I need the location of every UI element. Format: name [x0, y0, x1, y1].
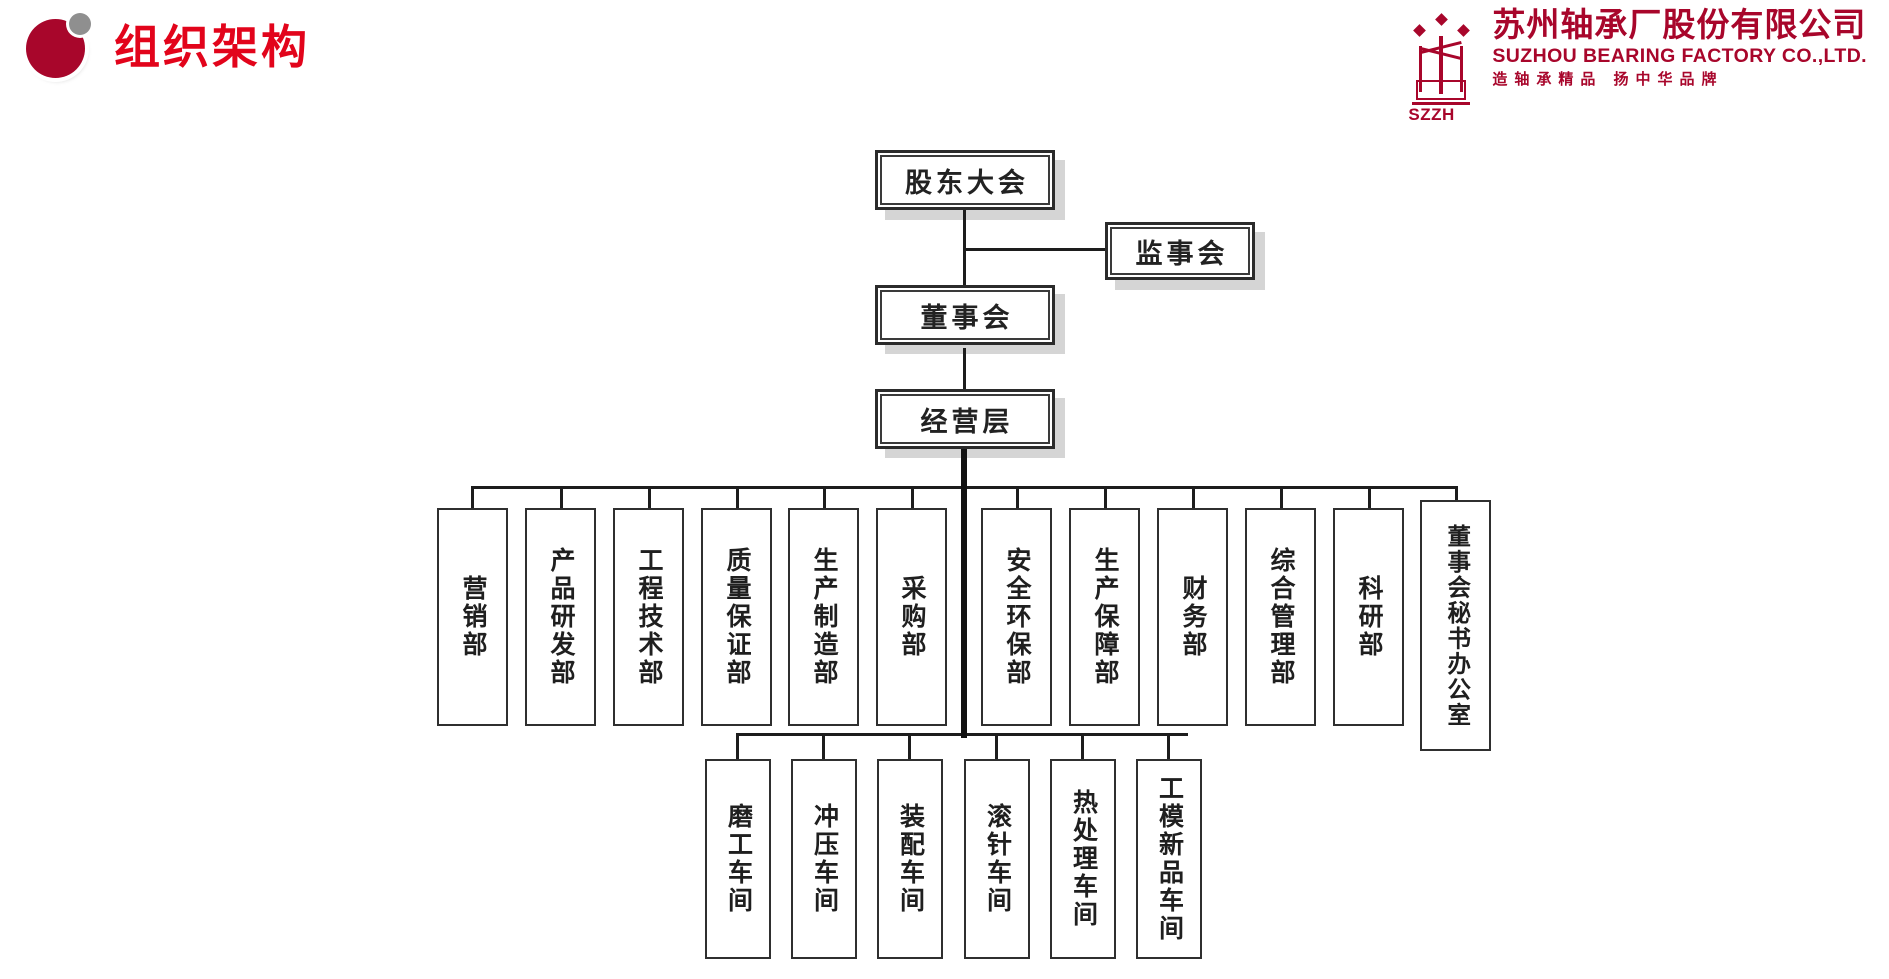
- node-dept-finance[interactable]: 财务部: [1157, 508, 1228, 726]
- node-dept-rnd-label: 产品研发部: [547, 547, 574, 687]
- node-dept-manufacturing-label: 生产制造部: [810, 547, 837, 687]
- node-dept-marketing-label: 营销部: [459, 575, 486, 659]
- node-ws-heat-treatment[interactable]: 热处理车间: [1050, 759, 1116, 959]
- drop-ws-2: [822, 733, 825, 759]
- node-ws-stamping-label: 冲压车间: [810, 803, 838, 915]
- drop-ws-5: [1081, 733, 1084, 759]
- node-dept-quality[interactable]: 质量保证部: [701, 508, 772, 726]
- node-dept-research-label: 科研部: [1355, 575, 1382, 659]
- logo-abbreviation: SZZH: [1408, 105, 1455, 124]
- node-dept-procurement[interactable]: 采购部: [876, 508, 947, 726]
- node-dept-general-admin-label: 综合管理部: [1267, 547, 1294, 687]
- edge-shareholders-supervisors: [963, 248, 1105, 251]
- node-dept-finance-label: 财务部: [1179, 575, 1206, 659]
- drop-dept-2: [560, 486, 563, 508]
- node-dept-board-secretary-label: 董事会秘书办公室: [1443, 523, 1470, 728]
- drop-dept-1: [471, 486, 474, 508]
- drop-dept-8: [1104, 486, 1107, 508]
- node-ws-assembly[interactable]: 装配车间: [877, 759, 943, 959]
- node-shareholders[interactable]: 股东大会: [875, 150, 1055, 210]
- company-name-cn: 苏州轴承厂股份有限公司: [1492, 6, 1867, 43]
- node-dept-research[interactable]: 科研部: [1333, 508, 1404, 726]
- node-management-label: 经营层: [920, 406, 1014, 437]
- company-emblem-icon: SZZH: [1402, 6, 1480, 124]
- company-logo-text: 苏州轴承厂股份有限公司 SUZHOU BEARING FACTORY CO.,L…: [1492, 6, 1867, 90]
- drop-dept-4: [736, 486, 739, 508]
- slide-header: 组织架构: [22, 8, 310, 86]
- node-dept-board-secretary[interactable]: 董事会秘书办公室: [1420, 500, 1491, 751]
- node-shareholders-label: 股东大会: [905, 167, 1029, 198]
- node-dept-engineering[interactable]: 工程技术部: [613, 508, 684, 726]
- node-dept-marketing[interactable]: 营销部: [437, 508, 508, 726]
- node-management[interactable]: 经营层: [875, 389, 1055, 449]
- node-ws-grinding[interactable]: 磨工车间: [705, 759, 771, 959]
- node-ws-stamping[interactable]: 冲压车间: [791, 759, 857, 959]
- node-ws-grinding-label: 磨工车间: [724, 803, 752, 915]
- node-dept-rnd[interactable]: 产品研发部: [525, 508, 596, 726]
- drop-dept-7: [1016, 486, 1019, 508]
- drop-dept-11: [1368, 486, 1371, 508]
- node-dept-engineering-label: 工程技术部: [635, 547, 662, 687]
- drop-dept-10: [1280, 486, 1283, 508]
- node-board[interactable]: 董事会: [875, 285, 1055, 345]
- node-ws-tooling-new-product-label: 工模新品车间: [1155, 775, 1183, 943]
- company-name-en: SUZHOU BEARING FACTORY CO.,LTD.: [1492, 44, 1867, 67]
- page-title: 组织架构: [114, 21, 310, 73]
- node-dept-general-admin[interactable]: 综合管理部: [1245, 508, 1316, 726]
- node-dept-production-support[interactable]: 生产保障部: [1069, 508, 1140, 726]
- bullet-decoration-icon: [22, 8, 100, 86]
- drop-ws-1: [736, 733, 739, 759]
- node-supervisors-label: 监事会: [1135, 238, 1229, 269]
- node-dept-safety-label: 安全环保部: [1003, 547, 1030, 687]
- company-logo: SZZH 苏州轴承厂股份有限公司 SUZHOU BEARING FACTORY …: [1402, 6, 1867, 124]
- drop-dept-5: [823, 486, 826, 508]
- drop-dept-9: [1192, 486, 1195, 508]
- node-ws-heat-treatment-label: 热处理车间: [1069, 789, 1097, 929]
- drop-dept-3: [648, 486, 651, 508]
- node-ws-assembly-label: 装配车间: [896, 803, 924, 915]
- node-dept-production-support-label: 生产保障部: [1091, 547, 1118, 687]
- node-dept-safety[interactable]: 安全环保部: [981, 508, 1052, 726]
- drop-ws-4: [995, 733, 998, 759]
- drop-dept-6: [911, 486, 914, 508]
- bullet-small-circle-icon: [69, 13, 91, 35]
- node-board-label: 董事会: [920, 302, 1014, 333]
- edge-board-management: [963, 348, 966, 398]
- company-slogan: 造轴承精品 扬中华品牌: [1492, 71, 1724, 89]
- node-dept-quality-label: 质量保证部: [723, 547, 750, 687]
- edge-management-trunk: [961, 448, 967, 738]
- node-dept-manufacturing[interactable]: 生产制造部: [788, 508, 859, 726]
- drop-dept-12: [1455, 486, 1458, 500]
- node-supervisors[interactable]: 监事会: [1105, 222, 1255, 280]
- node-ws-tooling-new-product[interactable]: 工模新品车间: [1136, 759, 1202, 959]
- node-ws-needle-roller[interactable]: 滚针车间: [964, 759, 1030, 959]
- node-dept-procurement-label: 采购部: [898, 575, 925, 659]
- node-ws-needle-roller-label: 滚针车间: [983, 803, 1011, 915]
- drop-ws-3: [908, 733, 911, 759]
- drop-ws-6: [1167, 733, 1170, 759]
